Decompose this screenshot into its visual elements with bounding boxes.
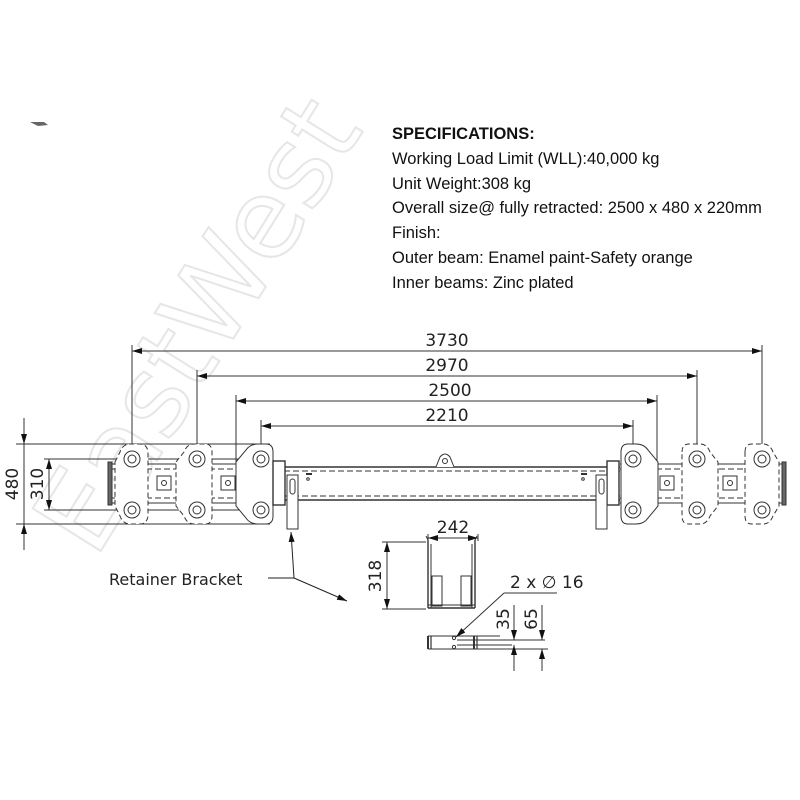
specifications-title: SPECIFICATIONS: xyxy=(392,125,535,143)
dim-35: 35 xyxy=(494,608,514,630)
pin-detail xyxy=(427,592,557,671)
spec-overall-size: Overall size@ fully retracted: 2500 x 48… xyxy=(392,199,762,218)
dim-65: 65 xyxy=(522,608,542,630)
dim-3730: 3730 xyxy=(425,331,468,351)
dim-318: 318 xyxy=(366,560,386,592)
retainer-bracket-label: Retainer Bracket xyxy=(109,570,242,589)
spec-outer-beam: Outer beam: Enamel paint-Safety orange xyxy=(392,248,693,267)
retainer-callout xyxy=(268,531,348,602)
hole-callout: 2 x ∅ 16 xyxy=(510,573,584,593)
corner-fragment xyxy=(30,122,48,126)
spec-finish: Finish: xyxy=(392,224,441,243)
dim-310: 310 xyxy=(28,468,48,500)
spec-wll: Working Load Limit (WLL):40,000 kg xyxy=(392,149,660,168)
dim-480: 480 xyxy=(3,468,23,500)
bracket-detail xyxy=(382,534,479,610)
specifications-block: SPECIFICATIONS: Working Load Limit (WLL)… xyxy=(392,122,762,296)
spec-unit-weight: Unit Weight:308 kg xyxy=(392,174,532,193)
spec-inner-beams: Inner beams: Zinc plated xyxy=(392,273,574,292)
dim-242: 242 xyxy=(437,518,469,538)
dim-2210: 2210 xyxy=(425,406,468,426)
dim-2500: 2500 xyxy=(428,381,471,401)
dim-2970: 2970 xyxy=(425,356,468,376)
spreader-beam xyxy=(107,443,787,530)
